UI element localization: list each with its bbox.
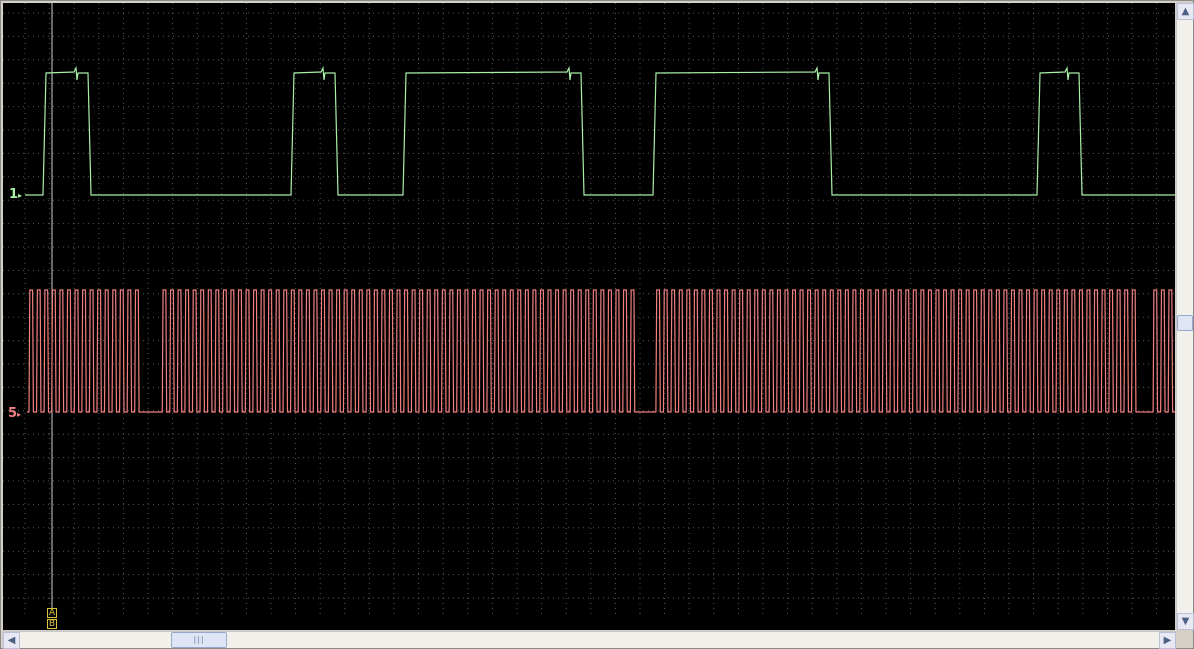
cursor-a-label: A: [48, 608, 56, 618]
scroll-down-button[interactable]: ▼: [1177, 613, 1194, 630]
cursor-a-handle[interactable]: A: [47, 608, 57, 618]
waveform-display[interactable]: 1▸ 5▸ A B: [3, 3, 1175, 630]
scroll-right-button[interactable]: ▶: [1159, 632, 1176, 649]
channel-5-label: 5: [8, 406, 18, 421]
arrow-right-icon: ▸: [18, 191, 23, 200]
channel-5-trace: [27, 289, 1175, 413]
graticule-grid: [3, 3, 1175, 615]
scroll-left-button[interactable]: ◀: [3, 632, 20, 649]
triangle-up-icon: ▲: [1181, 6, 1190, 17]
triangle-left-icon: ◀: [7, 635, 16, 646]
triangle-down-icon: ▼: [1181, 616, 1190, 627]
channel-1-marker[interactable]: 1▸: [9, 188, 22, 202]
channel-1-trace: [25, 65, 1175, 196]
horizontal-scrollbar[interactable]: ◀ ||| ▶: [3, 631, 1176, 649]
arrow-right-icon: ▸: [17, 410, 22, 419]
cursor-b-label: B: [48, 619, 56, 629]
triangle-right-icon: ▶: [1163, 635, 1172, 646]
waveform-canvas: [3, 3, 1175, 615]
grip-lines-icon: |||: [193, 635, 205, 644]
channel-1-label: 1: [9, 187, 19, 202]
vertical-scrollbar[interactable]: ▲ ▼: [1176, 3, 1194, 630]
scroll-up-button[interactable]: ▲: [1177, 3, 1194, 20]
channel-5-marker[interactable]: 5▸: [8, 407, 21, 421]
horizontal-scroll-thumb[interactable]: |||: [171, 632, 227, 648]
scrollbar-corner: [1176, 631, 1193, 648]
vertical-scroll-thumb[interactable]: [1177, 315, 1193, 331]
cursor-b-handle[interactable]: B: [47, 619, 57, 629]
